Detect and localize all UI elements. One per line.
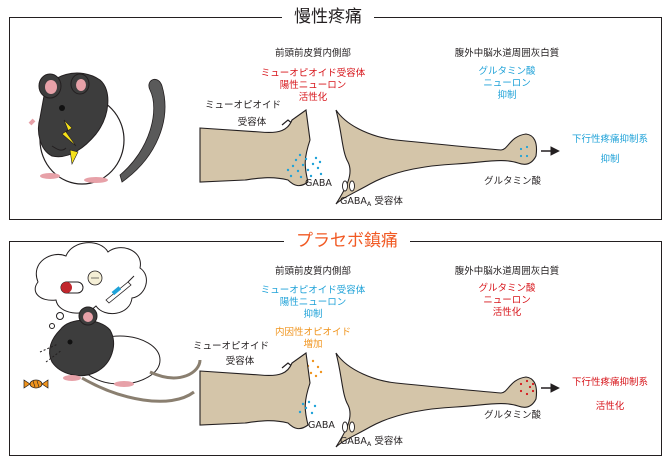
glutamate-label-top: グルタミン酸 (484, 176, 542, 187)
descending-state-top: 抑制 (600, 154, 620, 165)
gaba-a-receptor-label-bottom: GABAA 受容体 (340, 436, 403, 448)
gaba-label-top: GABA (305, 178, 332, 189)
gaba-a-receptor-bottom (342, 421, 355, 433)
receptor-label-line-1-bottom: ミューオピオイド (192, 341, 269, 352)
pag-state-line-3-top: 抑制 (497, 90, 517, 101)
descending-label-top: 下行性疼痛抑制系 (571, 134, 648, 145)
mpfc-state-line-1-bottom: ミューオピオイド受容体 (260, 285, 366, 296)
gaba-release-top (286, 153, 323, 179)
pag-neuron-bottom (335, 352, 538, 448)
pag-neuron-top (335, 109, 538, 205)
mpfc-state-line-3-top: 活性化 (298, 92, 328, 103)
gaba-release-bottom (298, 400, 317, 415)
pag-state-line-2-bottom: ニューロン (483, 295, 531, 306)
receptor-label-line-2-top: 受容体 (237, 117, 267, 128)
pag-state-line-1-top: グルタミン酸 (478, 66, 536, 77)
receptor-label-line-2-bottom: 受容体 (225, 356, 255, 367)
gaba-a-receptor-label-top: GABAA 受容体 (340, 196, 403, 208)
descending-state-bottom: 活性化 (595, 401, 625, 412)
pag-label-bottom: 腹外中脳水道周囲灰白質 (454, 266, 560, 277)
pag-state-line-3-bottom: 活性化 (492, 307, 522, 318)
mpfc-label-top: 前頭前皮質内側部 (274, 48, 351, 59)
descending-label-bottom: 下行性疼痛抑制系 (571, 377, 648, 388)
mouse-pain-icon (28, 72, 166, 185)
pag-state-line-1-bottom: グルタミン酸 (478, 283, 536, 294)
glutamate-label-bottom: グルタミン酸 (484, 410, 542, 421)
mouse-placebo-icon (23, 242, 202, 403)
gaba-label-bottom: GABA (308, 420, 335, 431)
endogenous-opioid-line-1: 内因性オピオイド (274, 327, 351, 338)
endogenous-opioid-line-2: 増加 (303, 339, 323, 350)
mpfc-state-line-1-top: ミューオピオイド受容体 (260, 68, 366, 79)
mpfc-state-line-3-bottom: 抑制 (303, 309, 323, 320)
glutamate-release-bottom (519, 379, 535, 396)
pag-label-top: 腹外中脳水道周囲灰白質 (454, 48, 560, 59)
chronic-pain-title: 慢性疼痛 (282, 7, 374, 27)
mpfc-label-bottom: 前頭前皮質内側部 (274, 266, 351, 277)
gaba-a-receptor-top (342, 180, 355, 192)
placebo-title: プラセボ鎮痛 (284, 231, 410, 251)
receptor-label-line-1-top: ミューオピオイド (204, 100, 281, 111)
glutamate-release-top (519, 145, 529, 158)
pag-state-line-2-top: ニューロン (483, 78, 531, 89)
mpfc-state-line-2-top: 陽性ニューロン (279, 80, 347, 91)
mpfc-state-line-2-bottom: 陽性ニューロン (279, 297, 347, 308)
